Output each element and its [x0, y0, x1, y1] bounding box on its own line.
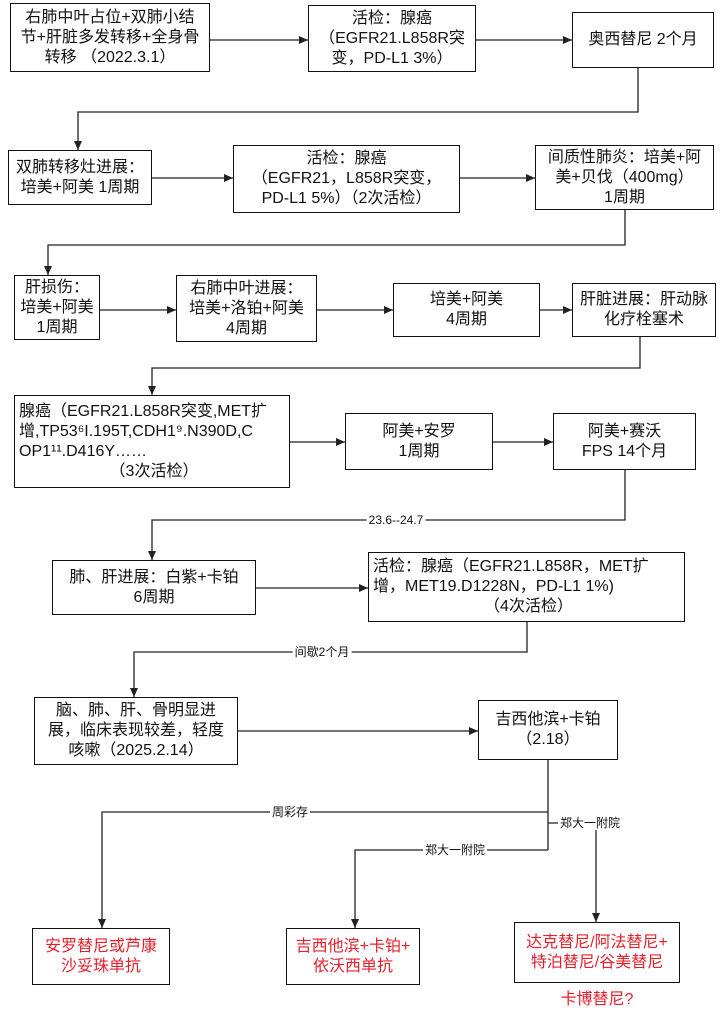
box-line: 活检：腺癌（EGFR21.L858R，MET扩: [373, 558, 649, 575]
box-line: 安罗替尼或芦康: [44, 937, 157, 955]
box-line: 培美+阿美: [429, 291, 504, 308]
box-line: 增，MET19.D1228N，PD-L1 1%): [373, 578, 614, 595]
box-line: 1周期: [398, 442, 440, 460]
box-line: 肺、肝进展：白紫+卡铂: [69, 568, 239, 586]
box-line: 展，临床表现较差，轻度: [47, 722, 224, 739]
box-line: 4周期: [446, 311, 487, 328]
box-line: 达克替尼/阿法替尼+: [526, 933, 668, 951]
connector-pneumonia-to-liver-injury: [44, 210, 626, 275]
box-line: 肝损伤：: [24, 278, 89, 296]
box-line: 阿美+安罗: [382, 422, 456, 440]
box-line: 活检：腺癌: [306, 150, 387, 167]
box-line: 间质性肺炎：培美+阿: [547, 148, 702, 166]
biopsy-2-box: 活检：腺癌 （EGFR21，L858R突变， PD-L1 5%）（2次活检）: [233, 145, 460, 213]
box-line: （EGFR21.L858R突: [319, 29, 465, 47]
connector-branch-c: [548, 822, 600, 922]
option-c-box: 达克替尼/阿法替尼+ 特泊替尼/谷美替尼: [514, 922, 680, 983]
box-line: 腺癌（EGFR21.L858R突变,MET扩: [19, 402, 268, 420]
box-line: 1周期: [36, 318, 78, 336]
biopsy-3-box: 腺癌（EGFR21.L858R突变,MET扩 增,TP53⁶I.195T,CDH…: [14, 395, 290, 488]
option-b-box: 吉西他滨+卡铂+ 依沃西单抗: [286, 928, 420, 985]
multi-site-progression-box: 脑、肺、肝、骨明显进 展，临床表现较差，轻度 咳嗽（2025.2.14）: [34, 697, 238, 765]
box-line: 阿美+赛沃: [587, 422, 662, 440]
biopsy-1-box: 活检：腺癌 （EGFR21.L858R突 变，PD-L1 3%）: [308, 5, 476, 72]
box-line: （2.18）: [516, 731, 580, 748]
connector-branch-a: [98, 811, 548, 928]
bilateral-progression-box: 双肺转移灶进展： 培美+阿美 1周期: [8, 150, 152, 205]
gemcitabine-carboplatin-box: 吉西他滨+卡铂 （2.18）: [478, 700, 618, 760]
box-line: 转移 （2022.3.1）: [44, 48, 176, 66]
box-line: 奥西替尼 2个月: [588, 31, 698, 48]
connector-branch-b: [351, 849, 548, 928]
liver-progression-box: 肝脏进展：肝动脉 化疗栓塞术: [572, 283, 716, 337]
box-line: 双肺转移灶进展：: [15, 158, 144, 176]
box-line: （3次活检）: [109, 462, 199, 480]
box-line: 美+贝伐（400mg）: [555, 168, 694, 186]
connector-label-interval: 23.6--24.7: [366, 513, 426, 527]
box-line: OP1¹¹.D416Y……: [19, 442, 148, 460]
connector-label-branch-b: 郑大一附院: [422, 843, 488, 857]
amivantamab-anlotinib-box: 阿美+安罗 1周期: [345, 413, 493, 470]
option-d-text: 卡博替尼?: [560, 991, 634, 1008]
option-a-box: 安罗替尼或芦康 沙妥珠单抗: [32, 928, 170, 985]
box-line: （EGFR21，L858R突变，: [251, 170, 442, 187]
box-line: 培美+阿美: [20, 298, 94, 316]
box-line: 培美+洛铂+阿美: [189, 299, 304, 317]
biopsy-4-box: 活检：腺癌（EGFR21.L858R，MET扩 增，MET19.D1228N，P…: [368, 552, 685, 622]
connector-osimertinib-to-bilateral-progression: [74, 68, 639, 150]
box-line: 依沃西单抗: [312, 957, 393, 975]
box-line: 节+肝脏多发转移+全身骨: [20, 28, 200, 46]
box-line: 咳嗽（2025.2.14）: [68, 742, 204, 759]
connector-biopsy4-to-multi-site-progression: [130, 622, 528, 697]
connector-label-branch-c: 郑大一附院: [557, 816, 623, 830]
box-line: 培美+阿美 1周期: [20, 178, 140, 196]
box-line: PD-L1 5%）（2次活检）: [261, 190, 432, 207]
box-line: 右肺中叶占位+双肺小结: [25, 8, 195, 26]
box-line: 增,TP53⁶I.195T,CDH1⁹.N390D,C: [19, 422, 253, 440]
interstitial-pneumonia-box: 间质性肺炎：培美+阿 美+贝伐（400mg） 1周期: [535, 145, 714, 210]
liver-injury-box: 肝损伤： 培美+阿美 1周期: [14, 275, 100, 340]
right-middle-lobe-progression-box: 右肺中叶进展： 培美+洛铂+阿美 4周期: [176, 275, 317, 342]
box-line: 肝脏进展：肝动脉: [579, 291, 708, 308]
box-line: 脑、肺、肝、骨明显进: [55, 702, 216, 719]
box-line: 吉西他滨+卡铂: [495, 711, 601, 728]
box-line: 1周期: [604, 188, 645, 206]
connector-liver-progression-to-biopsy3: [148, 337, 641, 395]
connector-label-pause: 间歇2个月: [292, 645, 352, 659]
box-line: FPS 14个月: [581, 442, 668, 460]
box-line: 特泊替尼/谷美替尼: [530, 953, 664, 971]
box-line: 活检：腺癌: [351, 9, 432, 27]
box-line: 右肺中叶进展：: [190, 279, 303, 297]
lung-liver-progression-box: 肺、肝进展：白紫+卡铂 6周期: [52, 560, 256, 615]
initial-diagnosis-box: 右肺中叶占位+双肺小结 节+肝脏多发转移+全身骨 转移 （2022.3.1）: [10, 3, 210, 72]
pemetrexed-amivantamab-box: 培美+阿美 4周期: [393, 283, 540, 337]
box-line: 化疗栓塞术: [603, 311, 684, 328]
osimertinib-box: 奥西替尼 2个月: [572, 12, 714, 68]
box-line: 吉西他滨+卡铂+: [295, 937, 411, 955]
box-line: 6周期: [133, 588, 175, 606]
box-line: 4周期: [226, 319, 267, 337]
box-line: 沙妥珠单抗: [60, 957, 141, 975]
amivantamab-savolitinib-box: 阿美+赛沃 FPS 14个月: [553, 413, 696, 470]
connector-label-branch-a: 周彩存: [269, 805, 311, 819]
box-line: （4次活检）: [484, 598, 573, 615]
box-line: 变，PD-L1 3%）: [331, 49, 453, 67]
